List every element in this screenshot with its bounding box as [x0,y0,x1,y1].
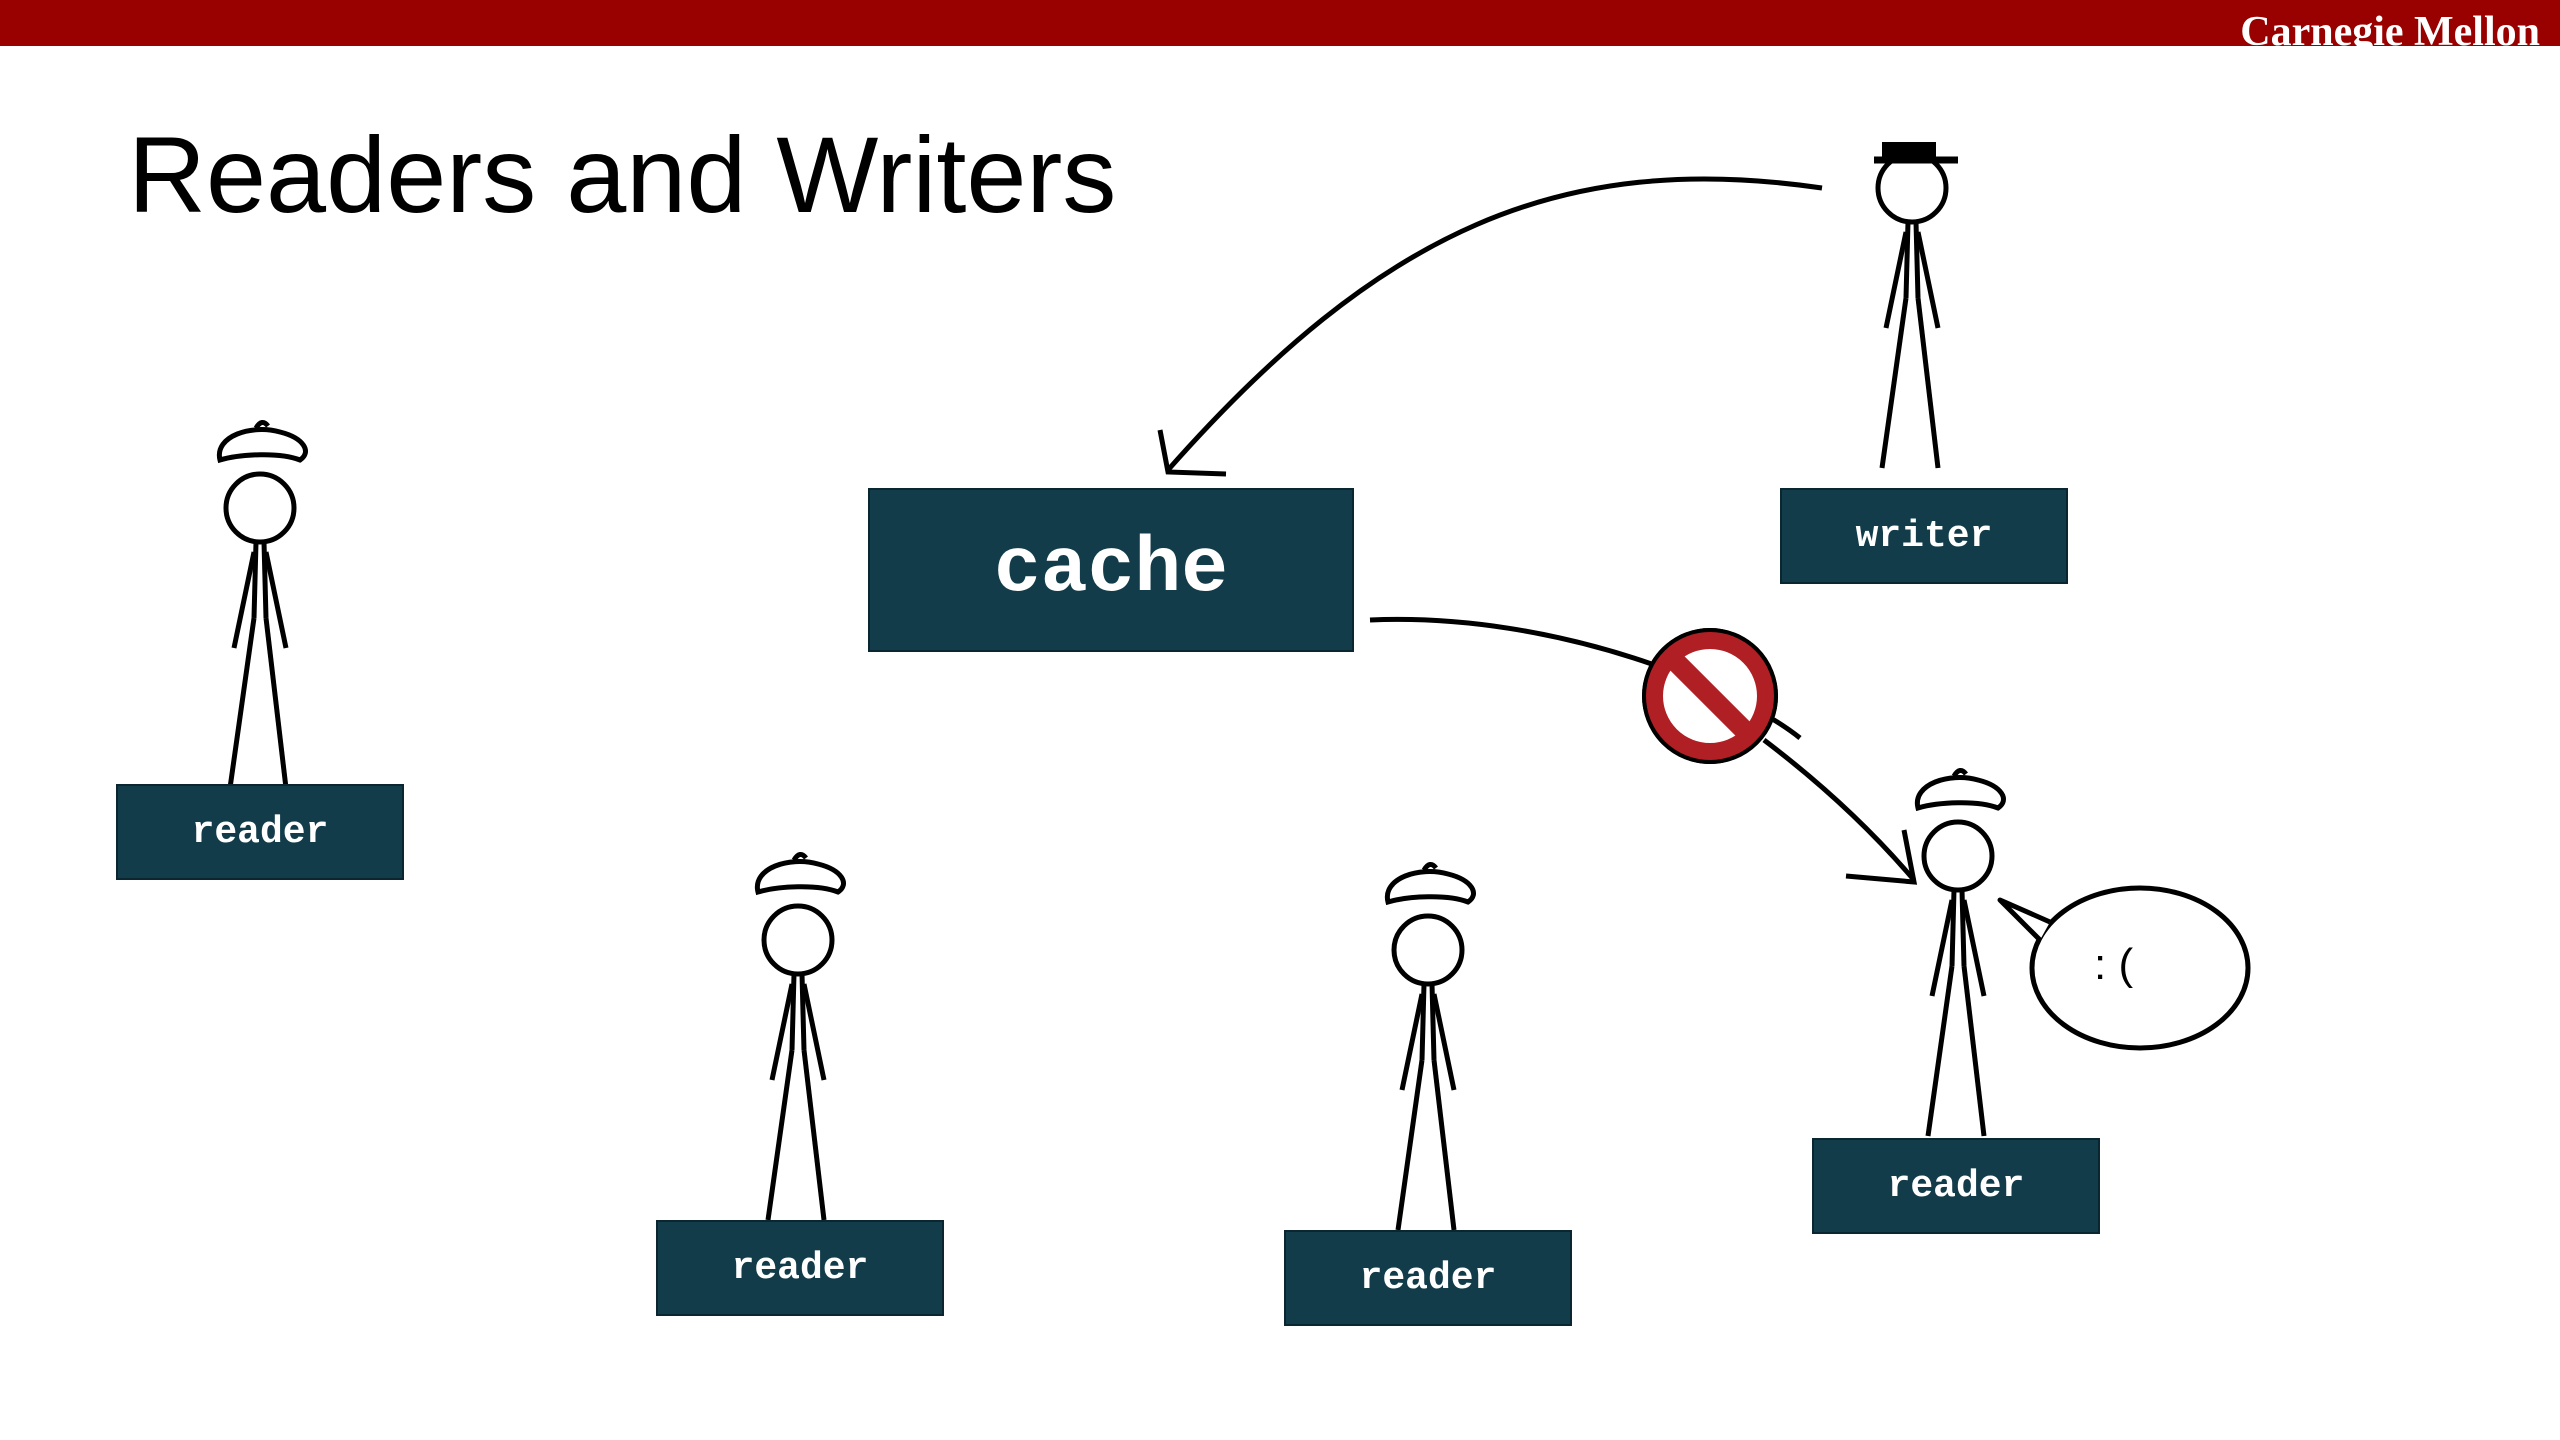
reader-figure-left [219,422,305,788]
reader-label-bottom-2: reader [1284,1230,1572,1326]
cache-box: cache [868,488,1354,652]
no-entry-icon [1642,628,1778,764]
write-arrow [1157,176,1823,477]
blocked-read-arrow [1369,616,1918,885]
writer-label: writer [1780,488,2068,584]
brand-logo: Carnegie Mellon [2240,9,2540,46]
speech-bubble [1997,885,2251,1051]
reader-figure-bottom-1 [757,854,843,1220]
reader-figure-bottom-2 [1387,864,1473,1230]
reader-figure-blocked [1917,770,2003,1136]
reader-label-blocked: reader [1812,1138,2100,1234]
slide-title: Readers and Writers [128,114,1117,235]
speech-bubble-text: : ( [2094,940,2134,989]
reader-label-left: reader [116,784,404,880]
reader-label-bottom-1: reader [656,1220,944,1316]
header-bar: Carnegie Mellon [0,0,2560,46]
writer-figure [1874,142,1958,468]
